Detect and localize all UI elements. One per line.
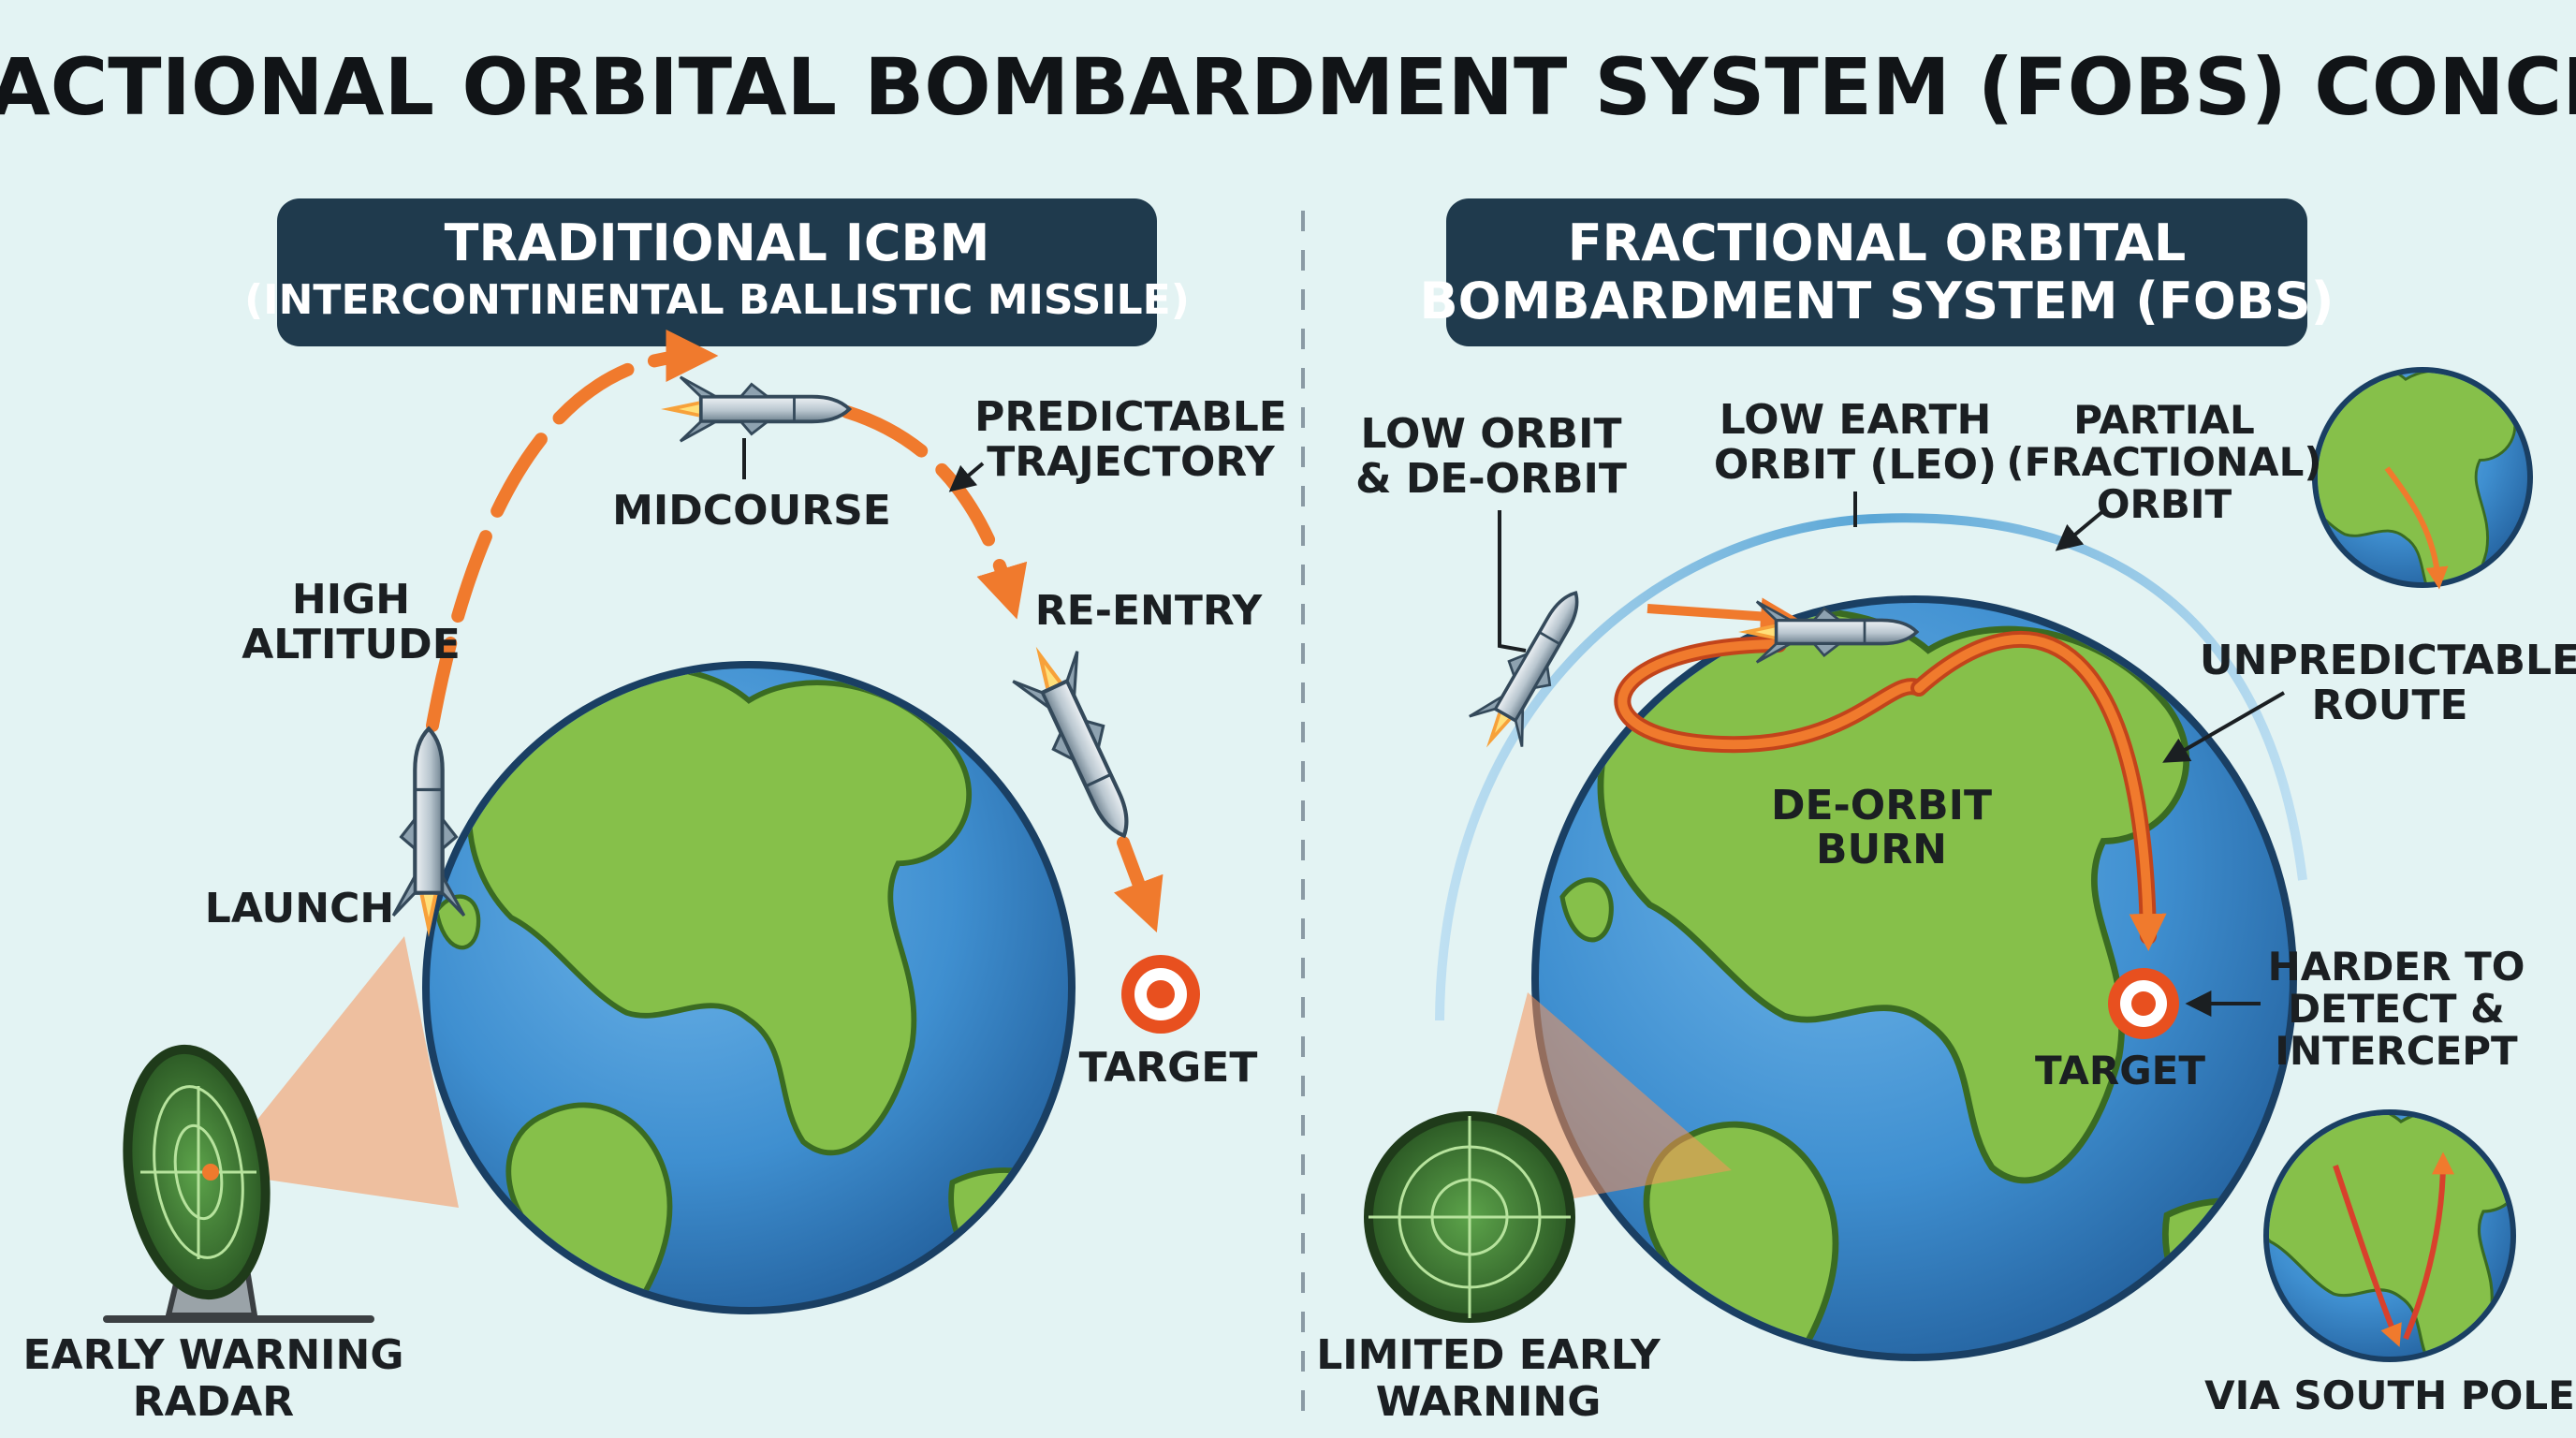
fobs-banner-title: FRACTIONAL ORBITAL bbox=[1568, 213, 2187, 272]
label-deorbit: DE-ORBIT bbox=[1771, 782, 1992, 829]
label-altitude: ALTITUDE bbox=[242, 621, 461, 668]
icbm-terminal-trajectory bbox=[1114, 836, 1164, 932]
label-burn: BURN bbox=[1816, 826, 1947, 873]
fobs-panel: FRACTIONAL ORBITAL BOMBARDMENT SYSTEM (F… bbox=[1316, 198, 2576, 1426]
label-launch: LAUNCH bbox=[205, 885, 394, 932]
fobs-banner bbox=[1446, 198, 2307, 346]
label-via-south-pole: VIA SOUTH POLE bbox=[2204, 1372, 2575, 1418]
label-route: ROUTE bbox=[2311, 682, 2467, 729]
midcourse-missile-icon bbox=[659, 374, 852, 444]
label-de-orbit: & DE-ORBIT bbox=[1355, 455, 1627, 503]
icbm-earth-globe-icon bbox=[422, 661, 1076, 1314]
label-detect: DETECT & bbox=[2288, 986, 2505, 1032]
fobs-entry-route bbox=[1647, 597, 1798, 636]
label-predictable: PREDICTABLE bbox=[974, 393, 1287, 441]
low-orbit-pointer bbox=[1498, 510, 1527, 653]
label-low-orbit: LOW ORBIT bbox=[1361, 410, 1622, 458]
partial-orbit-pointer bbox=[2055, 508, 2106, 551]
south-pole-mini-globe-icon bbox=[2263, 1109, 2516, 1362]
fobs-banner-subtitle: BOMBARDMENT SYSTEM (FOBS) bbox=[1420, 271, 2334, 330]
label-early-warning: EARLY WARNING bbox=[23, 1331, 404, 1379]
label-icbm-target: TARGET bbox=[1079, 1044, 1258, 1092]
fobs-loop-route bbox=[1617, 639, 1924, 750]
label-trajectory: TRAJECTORY bbox=[987, 438, 1276, 486]
icbm-ascent-trajectory bbox=[426, 330, 719, 732]
early-warning-radar-dish-icon bbox=[103, 1044, 374, 1323]
label-harder-to: HARDER TO bbox=[2268, 944, 2525, 990]
deorbit-missile-icon bbox=[1458, 576, 1604, 765]
label-unpredictable: UNPREDICTABLE bbox=[2200, 637, 2576, 684]
page-title: FRACTIONAL ORBITAL BOMBARDMENT SYSTEM (F… bbox=[0, 41, 2576, 133]
icbm-banner-title: TRADITIONAL ICBM bbox=[445, 213, 990, 272]
label-limited-early: LIMITED EARLY bbox=[1316, 1331, 1661, 1379]
label-fractional: (FRACTIONAL) bbox=[2006, 439, 2321, 485]
icbm-target-icon bbox=[1121, 955, 1200, 1034]
partial-orbit-mini-globe-icon bbox=[2312, 367, 2533, 590]
label-warning: WARNING bbox=[1376, 1378, 1602, 1426]
label-fobs-target: TARGET bbox=[2035, 1048, 2205, 1093]
label-orbit: ORBIT bbox=[2097, 481, 2232, 527]
label-radar: RADAR bbox=[133, 1378, 294, 1426]
unpredictable-pointer bbox=[2162, 691, 2285, 763]
label-high: HIGH bbox=[292, 576, 410, 624]
label-midcourse: MIDCOURSE bbox=[612, 487, 891, 535]
fobs-target-icon bbox=[2108, 968, 2179, 1039]
leo-orbit-arc bbox=[1435, 513, 2307, 1021]
icbm-panel: TRADITIONAL ICBM (INTERCONTINENTAL BALLI… bbox=[23, 198, 1287, 1426]
radar-coverage-cone bbox=[215, 936, 459, 1208]
launch-missile-icon bbox=[393, 728, 464, 937]
predictable-pointer bbox=[948, 462, 985, 492]
icbm-banner bbox=[277, 198, 1157, 346]
limited-radar-dish-icon bbox=[1364, 1111, 1575, 1323]
label-orbit-leo: ORBIT (LEO) bbox=[1714, 441, 1997, 489]
label-intercept: INTERCEPT bbox=[2275, 1028, 2518, 1074]
label-low-earth: LOW EARTH bbox=[1720, 396, 1992, 444]
label-partial: PARTIAL bbox=[2073, 397, 2254, 443]
label-reentry: RE-ENTRY bbox=[1035, 587, 1264, 635]
fobs-descent-route bbox=[1914, 635, 2167, 951]
icbm-banner-subtitle: (INTERCONTINENTAL BALLISTIC MISSILE) bbox=[244, 276, 1190, 324]
